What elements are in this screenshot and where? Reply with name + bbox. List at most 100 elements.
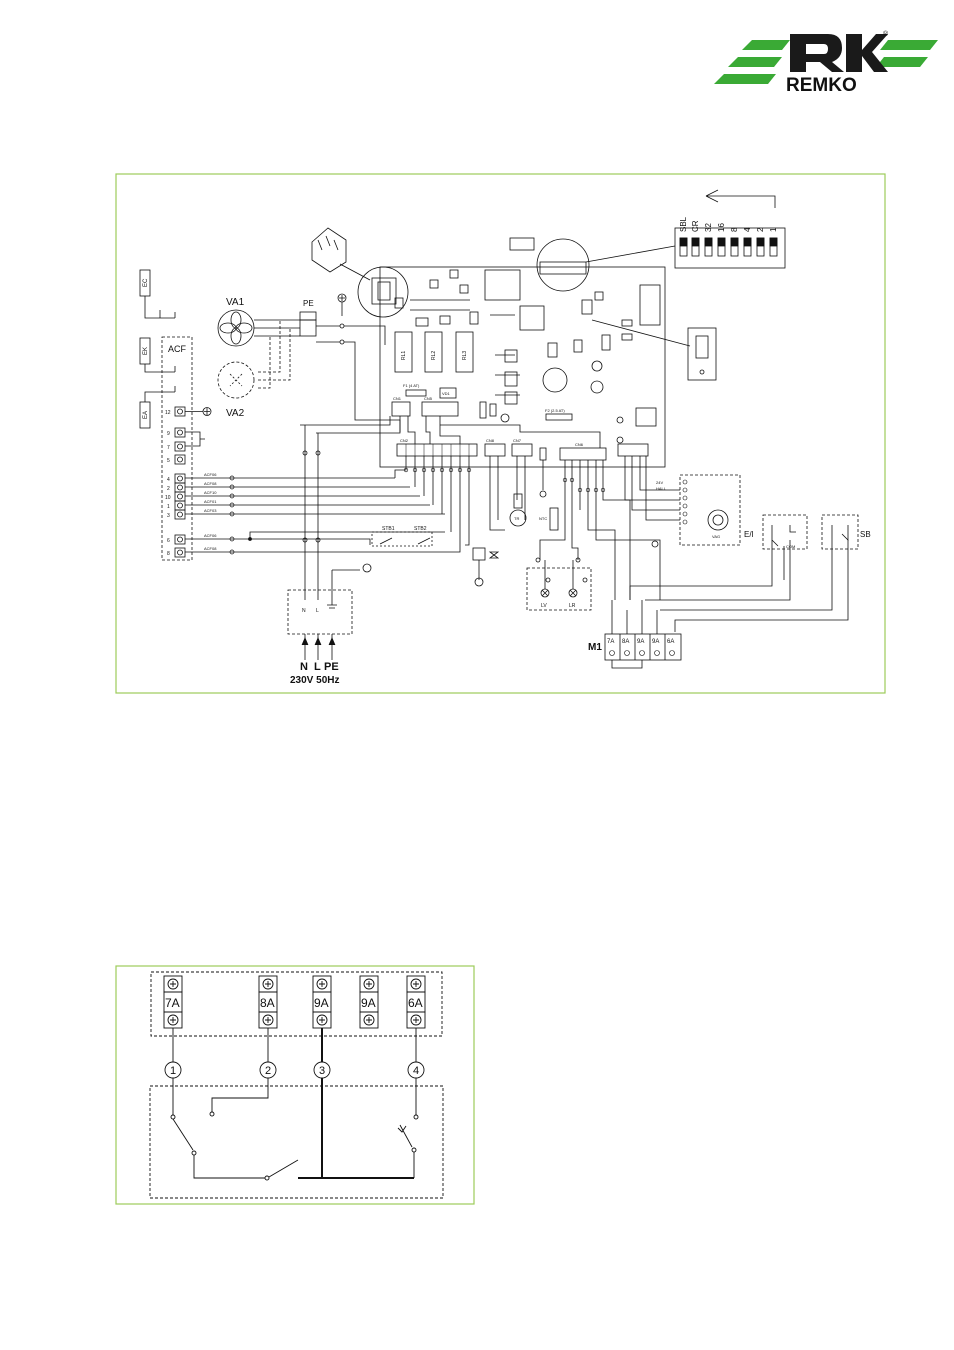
d2-terminal-label: 6A <box>408 996 423 1010</box>
label-cn1: CN1 <box>393 396 402 401</box>
terminal-label: 8 <box>167 551 170 557</box>
logo-stripe-right-mid <box>876 57 928 67</box>
label-supply-n-inner: N <box>302 608 306 614</box>
vag-box <box>679 474 741 546</box>
transformer-tr <box>509 509 527 527</box>
label-f2: F2 (2.5 AT) <box>545 408 565 413</box>
terminal-label: 12 <box>165 410 171 416</box>
logo-registered-mark: ® <box>883 30 889 38</box>
main-pcb <box>379 266 666 468</box>
supply-box <box>287 589 353 635</box>
diagram2: 7A 8A 9A 9A 6A 1 2 3 4 <box>149 971 444 1199</box>
label-vd1: VD1 <box>442 391 451 396</box>
label-supply-n: N <box>300 661 308 673</box>
acf-box <box>161 336 193 561</box>
label-rl3: RL3 <box>462 351 468 360</box>
terminal-label: 2 <box>167 486 170 492</box>
logo-stripe-top <box>742 40 790 50</box>
terminal-label: 9 <box>167 431 170 437</box>
d2-terminal-label: 7A <box>165 996 180 1010</box>
label-cn7: CN7 <box>513 438 522 443</box>
connector-icon <box>311 227 371 281</box>
acf-wire-label: ACF03 <box>204 508 217 513</box>
d2-node-label: 4 <box>413 1065 419 1077</box>
dip-label: 1 <box>769 227 778 232</box>
d2-node-circles <box>164 1061 425 1079</box>
ei-switch-box <box>762 514 808 550</box>
label-f1: F1 (4 AT) <box>403 383 420 388</box>
label-cn8: CN8 <box>486 438 495 443</box>
terminal-label: 4 <box>167 477 170 483</box>
label-supply-voltage: 230V 50Hz <box>290 675 339 686</box>
dip-label: 32 <box>704 223 713 232</box>
label-cn6: CN6 <box>575 442 584 447</box>
label-va1: VA1 <box>226 297 245 308</box>
d2-node-label: 3 <box>319 1065 325 1077</box>
label-stb2: STB2 <box>414 526 427 532</box>
relay-rl1 <box>394 331 413 373</box>
acf-wire-label: ACF10 <box>204 490 217 495</box>
m1-terminal-label: 8A <box>622 639 629 645</box>
label-eo: E/I <box>744 530 754 539</box>
logo-rk-mark <box>790 34 888 72</box>
label-vag: VAG <box>712 534 720 539</box>
label-acf: ACF <box>168 344 187 354</box>
label-lv: LV <box>541 603 547 609</box>
dip-label: 2 <box>756 227 765 232</box>
terminal-label: 1 <box>167 504 170 510</box>
vag-motor <box>707 509 729 531</box>
relay-rl2 <box>424 331 443 373</box>
diagram1: EC EK EA ACF 12 9 7 5 4 <box>139 189 871 686</box>
acf-wire-label: ACF06 <box>204 472 217 477</box>
terminal-label: 3 <box>167 513 170 519</box>
diagram2-frame <box>115 965 475 1205</box>
logo-stripe-bot <box>714 74 776 84</box>
logo-stripe-right-top <box>880 40 938 50</box>
d2-node-label: 2 <box>265 1065 271 1077</box>
label-supply-pe: PE <box>324 661 339 673</box>
label-sb: SB <box>860 530 871 539</box>
label-ek: EK <box>143 347 149 355</box>
dip-label: 4 <box>743 227 752 232</box>
label-24v: 24V <box>656 480 663 485</box>
label-pe-top: PE <box>303 299 314 308</box>
terminal-6a <box>406 975 426 1029</box>
logo-brand-text: REMKO <box>786 75 857 96</box>
label-com: COM <box>786 544 795 549</box>
label-stb1: STB1 <box>382 526 395 532</box>
d2-terminal-label: 9A <box>361 996 376 1010</box>
logo-stripe-mid <box>728 57 782 67</box>
label-cn2: CN2 <box>400 438 409 443</box>
terminal-label: 6 <box>167 538 170 544</box>
diagram1-frame <box>115 173 886 694</box>
m1-terminal-label: 9A <box>652 639 659 645</box>
sensor-ntc <box>549 507 559 531</box>
label-supply-l-inner: L <box>316 608 319 614</box>
label-ntc: NTC <box>539 516 547 521</box>
acf-wire-label: ACF01 <box>204 499 217 504</box>
m1-terminal-label: 7A <box>607 639 614 645</box>
label-lr: LR <box>569 603 576 609</box>
label-m1: M1 <box>588 642 602 653</box>
terminal-box-dashed <box>150 971 443 1037</box>
label-supply-l: L <box>314 661 321 673</box>
lamp-box <box>526 567 592 611</box>
terminal-label: 7 <box>167 445 170 451</box>
label-va2: VA2 <box>226 408 245 419</box>
acf-wire-label: ACF08 <box>204 546 217 551</box>
d2-terminal-label: 8A <box>260 996 275 1010</box>
stb-box <box>371 531 433 547</box>
dip-label: SBL <box>679 216 688 232</box>
acf-wire-label: ACF06 <box>204 533 217 538</box>
m1-terminal-label: 9A <box>637 639 644 645</box>
d2-terminal-label: 9A <box>314 996 329 1010</box>
terminal-9a-second <box>359 975 379 1029</box>
dip-switch-block <box>674 227 786 269</box>
fan-va2 <box>217 361 255 399</box>
label-rl2: RL2 <box>431 351 437 360</box>
relay-rl3 <box>455 331 474 373</box>
label-tr: TR <box>514 516 519 521</box>
m1-terminal-label: 6A <box>667 639 674 645</box>
switch-box-dashed <box>149 1085 444 1199</box>
acf-wire-label: ACF08 <box>204 481 217 486</box>
